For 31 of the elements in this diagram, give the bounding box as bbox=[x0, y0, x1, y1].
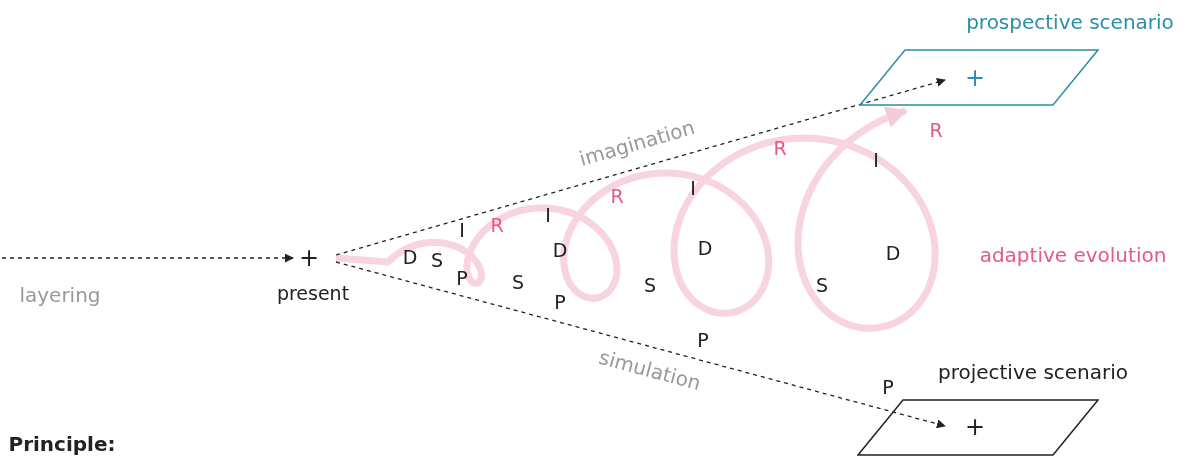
stage-letter: P bbox=[882, 376, 894, 398]
stage-letter: P bbox=[456, 267, 468, 289]
stage-letter: I bbox=[459, 219, 465, 241]
dashed-arrow bbox=[1, 253, 294, 263]
stage-letter: D bbox=[552, 239, 568, 261]
stage-letter: R bbox=[610, 185, 624, 207]
stage-letter: P bbox=[554, 291, 566, 313]
stage-letter: R bbox=[773, 137, 787, 159]
stage-letter: I bbox=[873, 149, 879, 171]
plus-sign: + bbox=[964, 64, 986, 92]
heading-text: Principle: bbox=[8, 433, 116, 455]
annotation-label: adaptive evolution bbox=[979, 244, 1167, 266]
stage-letter: I bbox=[690, 177, 696, 199]
node-label: present bbox=[276, 282, 350, 304]
stage-letter: S bbox=[815, 274, 829, 296]
stage-letter: S bbox=[511, 271, 525, 293]
stage-letter: I bbox=[545, 204, 551, 226]
stage-letter: D bbox=[402, 246, 418, 268]
stage-letter: R bbox=[490, 214, 504, 236]
plus-sign: + bbox=[964, 413, 986, 441]
dashed-arrow bbox=[335, 261, 946, 429]
stage-letter: R bbox=[929, 119, 943, 141]
stage-letter: S bbox=[643, 274, 657, 296]
plus-sign: + bbox=[298, 244, 320, 272]
node-title: projective scenario bbox=[937, 361, 1129, 383]
dashed-arrow bbox=[335, 77, 946, 256]
stage-letter: S bbox=[430, 249, 444, 271]
annotation-label: layering bbox=[19, 284, 101, 306]
node-title: prospective scenario bbox=[966, 11, 1174, 33]
stage-letter: D bbox=[885, 242, 901, 264]
stage-letter: D bbox=[697, 237, 713, 259]
